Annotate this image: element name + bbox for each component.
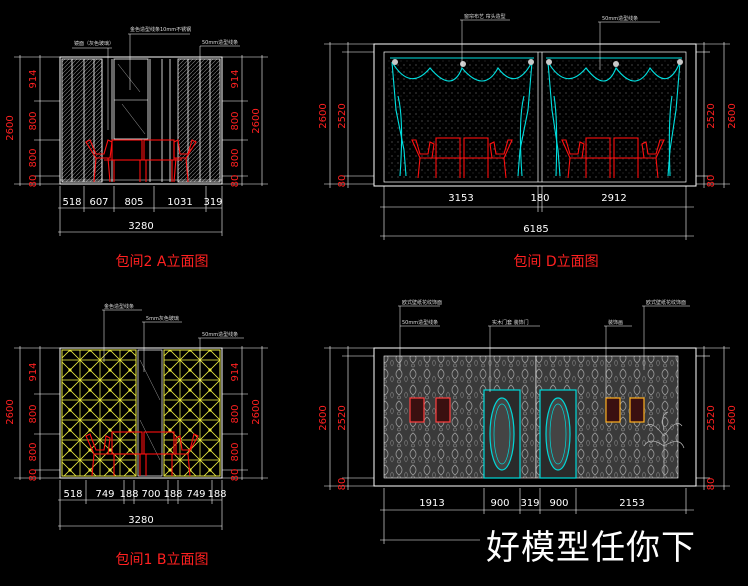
dining-chairs-b [85,431,199,477]
dim-c-right-0: 2520 [706,405,717,430]
plant-c [643,411,685,476]
dim-a-left-3: 800 [28,148,39,167]
dim-b-right-0: 914 [230,362,241,381]
dining-chairs-d [411,137,665,179]
dim-c-bottom-1: 900 [490,498,509,509]
panel-d-title: 包间 D立面图 [513,254,598,270]
dim-b-left-4: 80 [28,469,39,482]
dim-a-bottom-3: 1031 [167,197,192,208]
dimension-lines-a [14,55,268,236]
dim-b-right-3: 800 [230,442,241,461]
dim-a-bottom-0: 518 [62,197,81,208]
callout-b-3: 50mm造型线条 [202,331,238,338]
callout-a-1: 镜面（灰色玻璃） [74,40,114,47]
dim-d-bottom-2: 2912 [601,193,626,204]
dim-b-total: 3280 [128,515,153,526]
callout-leaders-a [72,33,240,130]
dim-a-left-2: 800 [28,111,39,130]
dim-b-bottom-0: 518 [63,489,82,500]
dim-d-right-0: 2520 [706,103,717,128]
dim-c-right-2: 80 [706,478,717,491]
dim-b-bottom-4: 188 [163,489,182,500]
callout-leaders-c [398,305,690,398]
panel-c-elevation: 欧式壁纸花纹饰面 50mm造型线条 实木门套 装饰门 装饰画 欧式壁纸花纹饰面 … [318,299,738,544]
dim-c-left-2: 80 [337,478,348,491]
dim-a-right-2: 800 [230,111,241,130]
callout-d-1: 窗帘布艺 帘头造型 [464,13,506,20]
dim-d-right-2: 80 [706,175,717,188]
dim-b-bottom-3: 700 [141,489,160,500]
callout-c-4: 装饰画 [608,319,623,326]
dim-b-bottom-2: 188 [119,489,138,500]
curtains-d [388,57,683,178]
dim-a-left-4: 80 [28,175,39,188]
callout-a-3: 50mm造型线条 [202,39,238,46]
callout-a-2: 金色造型线条10mm不锈钢 [130,26,191,33]
panel-a-title: 包间2 A立面图 [116,254,209,270]
dimension-lines-b [14,346,268,530]
callout-c-1: 欧式壁纸花纹饰面 [402,299,442,306]
callout-d-2: 50mm造型线条 [602,15,638,22]
dim-a-bottom-4: 319 [203,197,222,208]
dim-c-bottom-0: 1913 [419,498,444,509]
callout-b-1: 金色造型线条 [104,303,134,310]
dimension-lines-c [324,346,730,544]
dim-b-bottom-5: 749 [186,489,205,500]
mirror-panel-b [137,349,163,477]
watermark-text: 好模型任你下 [486,528,696,568]
panel-d-elevation: 窗帘布艺 帘头造型 50mm造型线条 2600 2520 80 2520 260… [318,13,738,270]
dim-a-right-3: 800 [230,148,241,167]
callout-b-2: 5mm灰色玻璃 [146,315,179,322]
dim-a-bottom-1: 607 [89,197,108,208]
dim-b-right-4: 80 [230,469,241,482]
dim-a-right-1: 2600 [251,108,262,133]
dimension-lines-d [324,42,730,240]
dim-b-bottom-6: 188 [207,489,226,500]
dim-d-left-1: 2520 [337,103,348,128]
dim-b-right-2: 800 [230,404,241,423]
dim-d-left-0: 2600 [318,103,329,128]
dim-d-left-2: 80 [337,175,348,188]
callout-c-2: 50mm造型线条 [402,319,438,326]
dim-d-bottom-0: 3153 [448,193,473,204]
dim-b-left-0: 2600 [5,399,16,424]
dim-d-total: 6185 [523,224,548,235]
callout-leaders-b [102,309,244,390]
dim-a-right-4: 80 [230,175,241,188]
dim-b-left-3: 800 [28,442,39,461]
wall-frames-c [409,397,645,423]
dim-c-bottom-2: 319 [520,498,539,509]
dim-a-left-1: 914 [28,69,39,88]
dim-c-bottom-3: 900 [549,498,568,509]
panel-b-title: 包间1 B立面图 [116,552,209,568]
dining-chairs-a [85,139,197,183]
dim-b-right-1: 2600 [251,399,262,424]
panel-a-elevation: 镜面（灰色玻璃） 金色造型线条10mm不锈钢 50mm造型线条 2600 914… [5,26,268,270]
dim-c-bottom-4: 2153 [619,498,644,509]
dim-b-bottom-1: 749 [95,489,114,500]
dim-a-bottom-2: 805 [124,197,143,208]
mirror-panel-a [113,58,149,140]
dim-a-total: 3280 [128,221,153,232]
callout-c-5: 欧式壁纸花纹饰面 [646,299,686,306]
dim-c-left-1: 2520 [337,405,348,430]
dim-c-right-1: 2600 [727,405,738,430]
callout-c-3: 实木门套 装饰门 [492,319,529,326]
panel-b-elevation: 金色造型线条 5mm灰色玻璃 50mm造型线条 2600 914 800 800… [5,303,268,568]
lattice-panels-b [61,349,221,477]
doors-c [483,389,577,479]
dim-a-left-0: 2600 [5,115,16,140]
dim-b-left-1: 914 [28,362,39,381]
wall-panels-a [61,58,221,183]
dim-d-right-1: 2600 [727,103,738,128]
dim-a-right-0: 914 [230,69,241,88]
dim-c-left-0: 2600 [318,405,329,430]
dim-b-left-2: 800 [28,404,39,423]
dim-d-bottom-1: 180 [530,193,549,204]
callout-leaders-d [460,19,660,70]
